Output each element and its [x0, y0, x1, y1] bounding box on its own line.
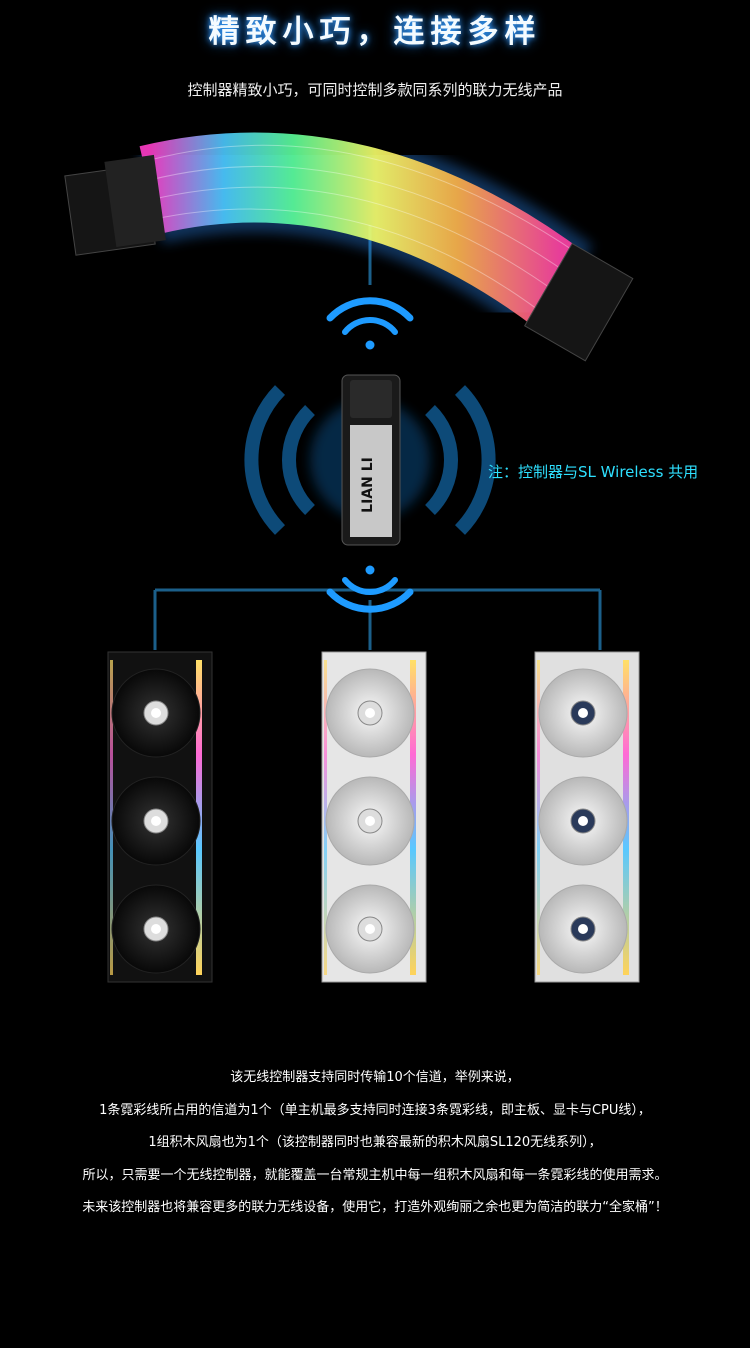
- controller-logo: LIAN LI: [360, 457, 376, 513]
- wifi-signal-icon: [326, 297, 414, 350]
- white-clear-fan-stack: [534, 651, 640, 983]
- page-title: 精致小巧，连接多样: [208, 14, 542, 50]
- white-fan-stack: [321, 651, 427, 983]
- description-line: 未来该控制器也将兼容更多的联力无线设备，使用它，打造外观绚丽之余也更为简洁的联力…: [82, 1200, 668, 1215]
- description-line: 1条霓彩线所占用的信道为1个（单主机最多支持同时连接3条霓彩线，即主板、显卡与C…: [99, 1102, 651, 1118]
- description-block: 该无线控制器支持同时传输10个信道，举例来说， 1条霓彩线所占用的信道为1个（单…: [0, 1066, 750, 1229]
- description-line: 1组积木风扇也为1个（该控制器同时也兼容最新的积木风扇SL120无线系列），: [148, 1135, 602, 1150]
- description-line: 所以，只需要一个无线控制器，就能覆盖一台常规主机中每一组积木风扇和每一条霓彩线的…: [82, 1167, 668, 1183]
- product-diagram: LIAN LI: [64, 122, 640, 983]
- wifi-signal-down-icon: [326, 565, 414, 613]
- rgb-strimer-cable: [64, 122, 634, 362]
- compatibility-note: 注：控制器与SL Wireless 共用: [488, 463, 699, 481]
- black-fan-stack: [107, 651, 213, 983]
- page-subtitle: 控制器精致小巧，可同时控制多款同系列的联力无线产品: [187, 81, 563, 99]
- side-signal-arcs: [244, 385, 496, 535]
- wireless-controller: LIAN LI: [310, 374, 430, 546]
- description-line: 该无线控制器支持同时传输10个信道，举例来说，: [230, 1070, 520, 1085]
